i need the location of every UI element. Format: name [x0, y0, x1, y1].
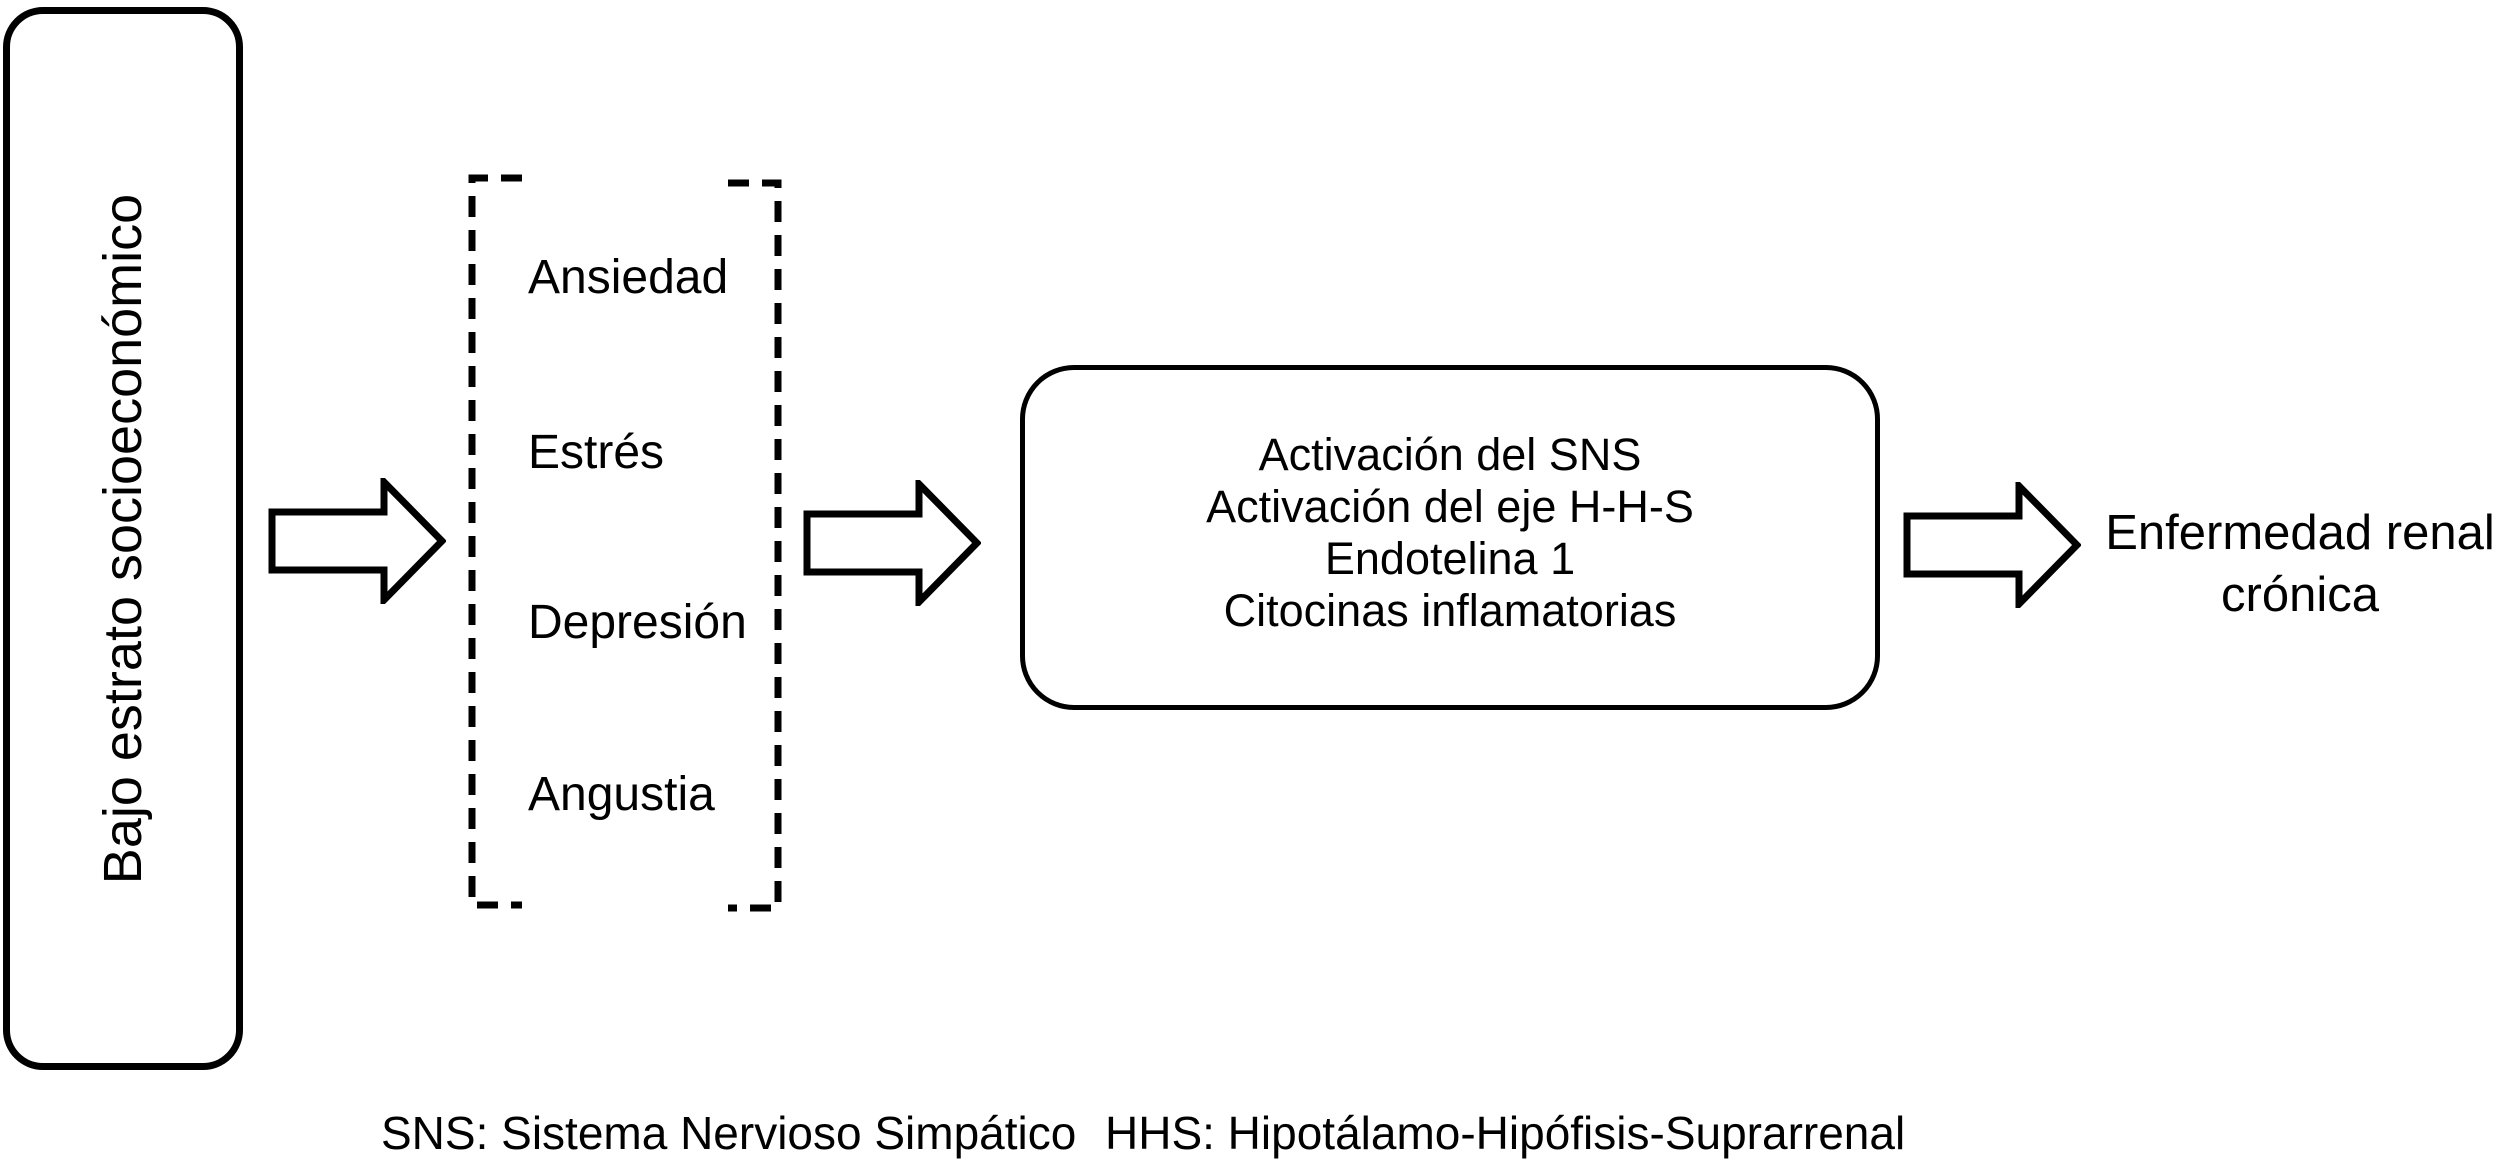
source-box-label: Bajo estrato socioeconómico	[93, 193, 153, 884]
arrow-right-icon	[268, 478, 446, 604]
mechanism-line: Citocinas inflamatorias	[1223, 584, 1677, 636]
outcome-line-2: crónica	[2221, 568, 2379, 622]
arrow-right-icon	[803, 480, 981, 606]
source-box: Bajo estrato socioeconómico	[3, 7, 243, 1070]
mechanism-line: Activación del SNS	[1258, 428, 1642, 480]
legend-hhs: HHS: Hipotálamo-Hipófisis-Suprarrenal	[1105, 1107, 1906, 1159]
stressor-item: Depresión	[528, 596, 747, 649]
outcome-label: Enfermedad renal crónica	[2080, 502, 2500, 626]
stressor-item: Estrés	[528, 426, 665, 479]
stressor-item: Angustia	[528, 768, 715, 821]
arrow-right-icon	[1903, 482, 2081, 608]
legend-sns: SNS: Sistema Nervioso Simpático	[381, 1107, 1077, 1159]
mechanism-line: Activación del eje H-H-S	[1206, 480, 1694, 532]
dashed-bracket	[468, 174, 782, 912]
mechanisms-box: Activación del SNS Activación del eje H-…	[1020, 365, 1880, 710]
mechanism-line: Endotelina 1	[1324, 532, 1576, 584]
stressor-item: Ansiedad	[528, 251, 729, 304]
outcome-line-1: Enfermedad renal	[2105, 506, 2495, 560]
